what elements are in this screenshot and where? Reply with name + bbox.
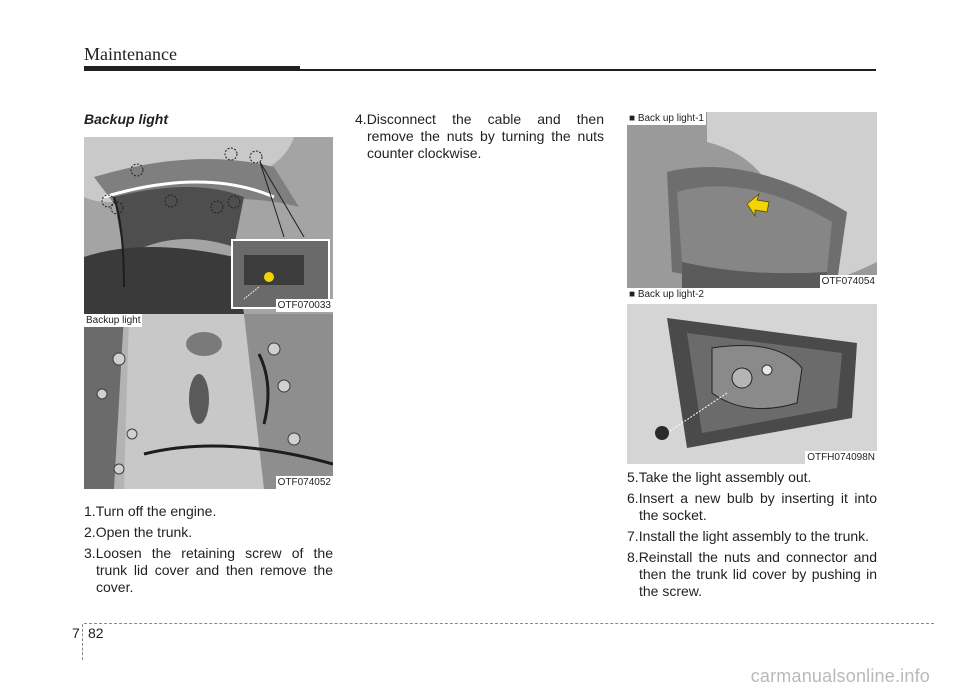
steps-right-column: 5.Take the light assembly out. 6.Insert … [627,469,877,600]
step-number: 7. [627,528,639,544]
header-rule-thin [300,69,876,71]
chapter-number: 7 [72,625,80,641]
step-text: Open the trunk. [95,524,193,540]
step-item: 5.Take the light assembly out. [627,469,877,486]
step-text: Take the light assembly out. [638,469,812,485]
step-text: Loosen the retaining screw of the trunk … [95,545,333,595]
step-number: 5. [627,469,639,485]
step-text: Reinstall the nuts and connector and the… [638,549,877,599]
trunk-inner-figure: Backup light OTF074052 [84,314,333,489]
watermark-text: carmanualsonline.info [750,666,930,686]
step-text: Disconnect the cable and then remove the… [366,111,604,161]
step-number: 6. [627,490,639,506]
trunk-lid-illustration [84,137,333,314]
figure-caption-label: Backup light [84,314,143,327]
figure-code-label: OTF070033 [275,299,333,312]
backup-light-1-illustration [627,112,877,288]
step-number: 8. [627,549,639,565]
step-item: 3.Loosen the retaining screw of the trun… [84,545,333,596]
backup-light-2-illustration [627,304,877,464]
figure-code-label: OTF074052 [275,476,333,489]
step-item: 6.Insert a new bulb by inserting it into… [627,490,877,524]
step-number: 2. [84,524,96,540]
trunk-lid-figure: OTF070033 [84,137,333,314]
steps-left-column: 1.Turn off the engine. 2.Open the trunk.… [84,503,333,596]
figure-caption-label: ■ Back up light-1 [627,112,706,125]
page-number: 82 [88,625,104,641]
header-rule-thick [84,66,300,71]
step-item: 1.Turn off the engine. [84,503,333,520]
figure-code-label: OTFH074098N [805,451,877,464]
step-item: 2.Open the trunk. [84,524,333,541]
step-item: 7.Install the light assembly to the trun… [627,528,877,545]
figure-code-label: OTF074054 [819,275,877,288]
step-number: 1. [84,503,96,519]
backup-light-2-figure: ■ Back up light-2 OTFH074098N [627,288,877,464]
figure-caption-label: ■ Back up light-2 [627,288,706,301]
page-header-title: Maintenance [84,44,177,64]
page-number-separator [82,624,83,660]
backup-light-1-figure: ■ Back up light-1 OTF074054 [627,112,877,288]
footer-rule [84,623,934,624]
steps-mid-column: 4.Disconnect the cable and then remove t… [355,111,604,162]
step-item: 4.Disconnect the cable and then remove t… [355,111,604,162]
step-text: Turn off the engine. [95,503,217,519]
step-text: Install the light assembly to the trunk. [638,528,870,544]
step-number: 3. [84,545,96,561]
step-item: 8.Reinstall the nuts and connector and t… [627,549,877,600]
step-number: 4. [355,111,367,127]
trunk-inner-illustration [84,314,333,489]
step-text: Insert a new bulb by inserting it into t… [638,490,877,523]
section-title: Backup light [84,111,169,127]
